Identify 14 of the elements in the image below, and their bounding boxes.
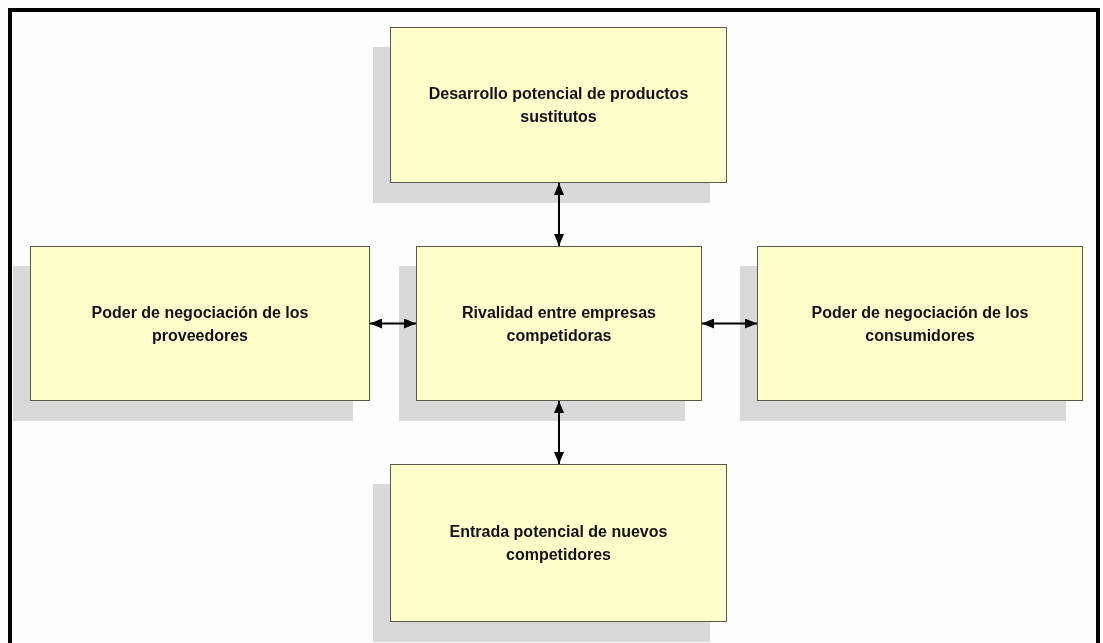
process-box bbox=[416, 246, 702, 401]
double-arrow bbox=[554, 182, 564, 247]
double-arrow bbox=[554, 400, 564, 465]
box-label: Poder de negociación de los proveedores bbox=[90, 302, 310, 346]
box-label: Rivalidad entre empresas competidoras bbox=[461, 302, 657, 346]
double-arrow bbox=[369, 318, 417, 329]
box-label: Poder de negociación de los consumidores bbox=[810, 302, 1030, 346]
box-label: Entrada potencial de nuevos competidores bbox=[448, 522, 669, 565]
process-box bbox=[30, 246, 370, 401]
process-box bbox=[390, 464, 727, 622]
double-arrow bbox=[701, 318, 758, 329]
process-box bbox=[390, 27, 727, 183]
box-label: Desarrollo potencial de productos sustitutos bbox=[427, 84, 690, 127]
process-box bbox=[757, 246, 1083, 401]
